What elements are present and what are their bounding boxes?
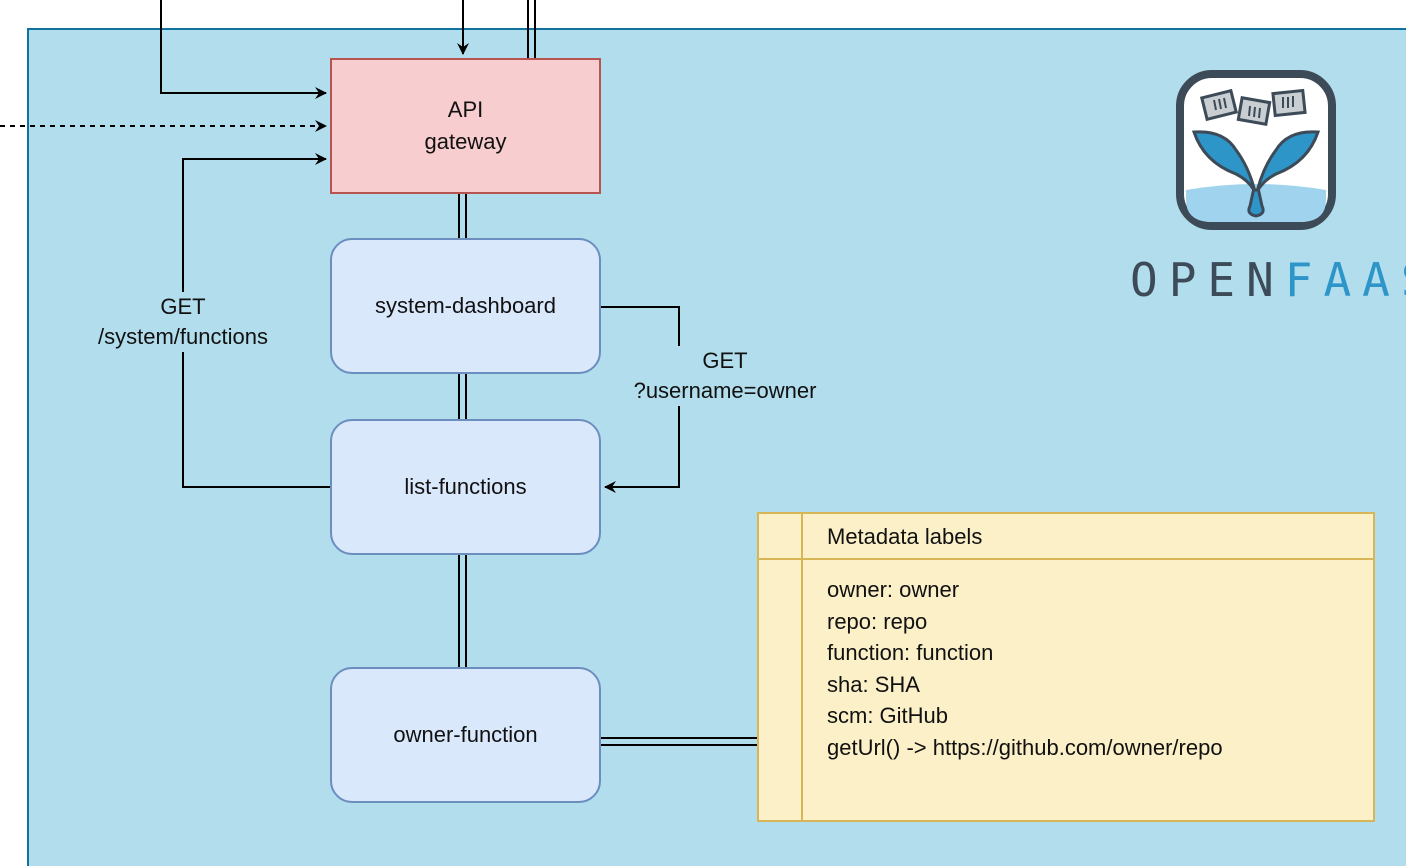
system-dashboard-node: system-dashboard bbox=[330, 238, 601, 374]
wordmark-open: OPEN bbox=[1130, 253, 1285, 307]
username-label-line2: ?username=owner bbox=[633, 378, 817, 403]
system-dashboard-label: system-dashboard bbox=[375, 293, 556, 318]
metadata-line: function: function bbox=[827, 640, 994, 665]
metadata-title: Metadata labels bbox=[803, 514, 1373, 560]
metadata-line: sha: SHA bbox=[827, 671, 920, 697]
metadata-labels-box: Metadata labels owner: owner repo: repo … bbox=[757, 512, 1375, 822]
list-functions-node: list-functions bbox=[330, 419, 601, 555]
metadata-line: repo: repo bbox=[827, 608, 928, 634]
metadata-head-strip bbox=[759, 514, 803, 560]
metadata-list: owner: owner repo: repo function: functi… bbox=[827, 574, 1223, 763]
metadata-line: getUrl() -> https://github.com/owner/rep… bbox=[827, 734, 1223, 760]
metadata-line: scm: GitHub bbox=[827, 703, 949, 728]
metadata-line: owner: owner bbox=[827, 577, 960, 602]
list-functions-label: list-functions bbox=[404, 474, 527, 499]
api-gateway-node: API gateway bbox=[330, 58, 601, 194]
owner-function-node: owner-function bbox=[330, 667, 601, 803]
username-label-line1: GET bbox=[702, 348, 748, 373]
metadata-strip bbox=[759, 514, 803, 820]
openfaas-wordmark: OPENFAAS bbox=[1130, 250, 1406, 310]
system-functions-edge-label: GET /system/functions bbox=[78, 292, 288, 352]
gateway-label-line1: API bbox=[447, 97, 484, 122]
system-functions-label-line1: GET bbox=[160, 294, 206, 319]
openfaas-whale-logo-icon bbox=[1176, 70, 1336, 230]
owner-function-label: owner-function bbox=[393, 722, 538, 747]
system-functions-label-line2: /system/functions bbox=[98, 324, 268, 349]
username-edge-label: GET ?username=owner bbox=[610, 346, 840, 406]
gateway-label-line2: gateway bbox=[424, 129, 507, 154]
edge-external-in bbox=[160, 0, 327, 99]
wordmark-faas: FAAS bbox=[1284, 253, 1406, 307]
